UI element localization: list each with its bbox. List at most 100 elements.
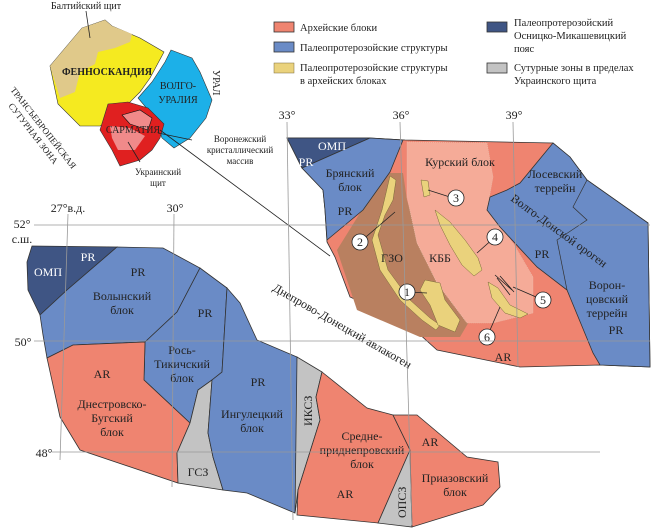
kursk-label: Курский блок <box>425 155 495 169</box>
svg-text:2: 2 <box>357 235 363 249</box>
sredne-label-3: блок <box>350 457 374 471</box>
vorontsovsky-label-2: цовский <box>586 292 629 306</box>
volgo-uralia-region <box>137 49 213 149</box>
gsz-label: ГСЗ <box>188 465 209 479</box>
lon-36-label: 36° <box>393 108 410 122</box>
legend-suture-1: Сутурные зоны в пределах <box>514 63 634 74</box>
marker-6: 6 <box>478 328 496 346</box>
omp-pr-label-east: PR <box>299 155 314 169</box>
priazov-ar-label: AR <box>422 435 439 449</box>
voronezh-massif-inset <box>121 109 153 131</box>
ingulets-label-1: Ингулецкий <box>221 407 283 421</box>
svg-text:5: 5 <box>540 293 546 307</box>
omp-pr-label-west: PR <box>81 250 96 264</box>
omp-label-east: ОМП <box>318 139 346 153</box>
body-4 <box>434 209 483 277</box>
vorontsovsky-pr-label: PR <box>609 323 624 337</box>
marker-4: 4 <box>486 228 504 246</box>
graticule: 27°в.д. 30° 33° 36° 39° 52° с.ш. 50° 48° <box>12 108 650 526</box>
sredne-ar-label: AR <box>337 487 354 501</box>
ros-label-3: блок <box>170 371 194 385</box>
vkm-label-1: Воронежский <box>214 134 267 144</box>
omp-label-west: ОМП <box>34 265 62 279</box>
meridian-33 <box>286 121 294 521</box>
terrane-boundary <box>556 179 588 291</box>
meridian-39 <box>512 121 519 368</box>
baltic-leader <box>85 10 91 39</box>
kbb-label: КББ <box>429 251 451 265</box>
opsz-label: ОПСЗ <box>395 487 409 518</box>
marker-1: 1 <box>398 283 416 301</box>
baltic-shield-region <box>50 20 132 98</box>
losevsky-label-2: террейн <box>535 181 576 195</box>
volgo-uralia-label-1: ВОЛГО- <box>160 81 196 92</box>
meridian-36 <box>399 121 413 526</box>
lat-48-label: 48° <box>36 446 53 460</box>
vorontsovsky-label-1: Ворон- <box>589 278 625 292</box>
legend-swatch-pp <box>273 41 295 53</box>
inset-connector-line <box>159 129 331 257</box>
priazov-label-2: блок <box>443 485 467 499</box>
legend-suture-2: Украинского щита <box>514 76 597 87</box>
sarmatia-label: САРМАТИЯ <box>106 125 161 136</box>
sredne-label-2: приднепровский <box>320 443 405 457</box>
gzo-label: ГЗО <box>381 251 403 265</box>
baltic-shield-label: Балтийский щит <box>51 1 122 12</box>
legend-omp-3: пояс <box>514 44 534 55</box>
dnestr-label-3: блок <box>100 425 124 439</box>
svg-text:6: 6 <box>484 330 490 344</box>
body-3 <box>420 179 431 198</box>
legend-pp: Палеопротерозойские структуры <box>300 43 448 54</box>
body-1 <box>419 279 461 333</box>
ingulets-label-2: блок <box>240 421 264 435</box>
ukr-label-2: щит <box>150 178 166 188</box>
volyn-label-1: Волынский <box>93 289 152 303</box>
svg-text:4: 4 <box>492 230 498 244</box>
sredne-label-1: Средне- <box>341 429 382 443</box>
legend-archean: Архейские блоки <box>300 23 377 34</box>
inset-map: Балтийский щит ФЕННОСКАНДИЯ ВОЛГО- УРАЛИ… <box>6 1 331 257</box>
svg-text:3: 3 <box>453 191 459 205</box>
pr-mid-label: PR <box>535 247 550 261</box>
ukrainian-shield-inset <box>110 126 145 150</box>
bryansk-pr-label: PR <box>338 204 353 218</box>
bryansk-label-2: блок <box>338 180 362 194</box>
legend: Архейские блоки Палеопротерозойские стру… <box>273 18 634 87</box>
volyn-label-2: блок <box>110 303 134 317</box>
losevsky-label-1: Лосевский <box>528 167 583 181</box>
legend-swatch-pp-ar <box>273 62 295 74</box>
ingulets-pr-label: PR <box>251 375 266 389</box>
legend-pp-ar-1: Палеопротерозойские структуры <box>300 63 448 74</box>
legend-omp-1: Палеопротерозойский <box>514 18 614 29</box>
lon-30-label: 30° <box>167 201 184 215</box>
ukrainian-shield: ОМП PR PR Волынский блок PR Рось- Тикичс… <box>26 245 501 528</box>
dnestr-label-2: Бугский <box>91 411 133 425</box>
voronezh-massif: 1 2 3 4 5 6 ОМП PR Брянский блок PR Курс… <box>286 137 651 368</box>
lon-27-label: 27°в.д. <box>51 201 86 215</box>
dnestr-ar-label: AR <box>94 367 111 381</box>
iksz-label: ИКСЗ <box>301 396 315 426</box>
legend-omp-2: Осницко-Микашевицкий <box>514 31 627 42</box>
marker-3: 3 <box>447 189 465 207</box>
vkm-leader <box>157 132 193 141</box>
body-5-dykes <box>494 274 515 296</box>
ros-label-1: Рось- <box>168 343 195 357</box>
meridian-30 <box>171 213 175 488</box>
meridian-27 <box>59 213 69 461</box>
lon-39-label: 39° <box>506 108 523 122</box>
ukr-leader <box>127 141 141 163</box>
legend-pp-ar-2: в архейских блоках <box>300 76 387 87</box>
legend-swatch-omp <box>486 21 508 33</box>
marker-2: 2 <box>351 233 369 251</box>
lat-50-label: 50° <box>15 335 32 349</box>
fennoscandia-label: ФЕННОСКАНДИЯ <box>62 67 153 78</box>
priazov-label-1: Приазовский <box>422 471 489 485</box>
bryansk-block <box>301 137 404 241</box>
vkm-label-2: кристаллический <box>207 145 274 155</box>
ural-label: УРАЛ <box>210 70 221 96</box>
ros-pr-label: PR <box>198 306 213 320</box>
volyn-pr-label: PR <box>131 265 146 279</box>
marker-5: 5 <box>534 291 552 309</box>
lat-52-label: 52° <box>14 217 31 231</box>
